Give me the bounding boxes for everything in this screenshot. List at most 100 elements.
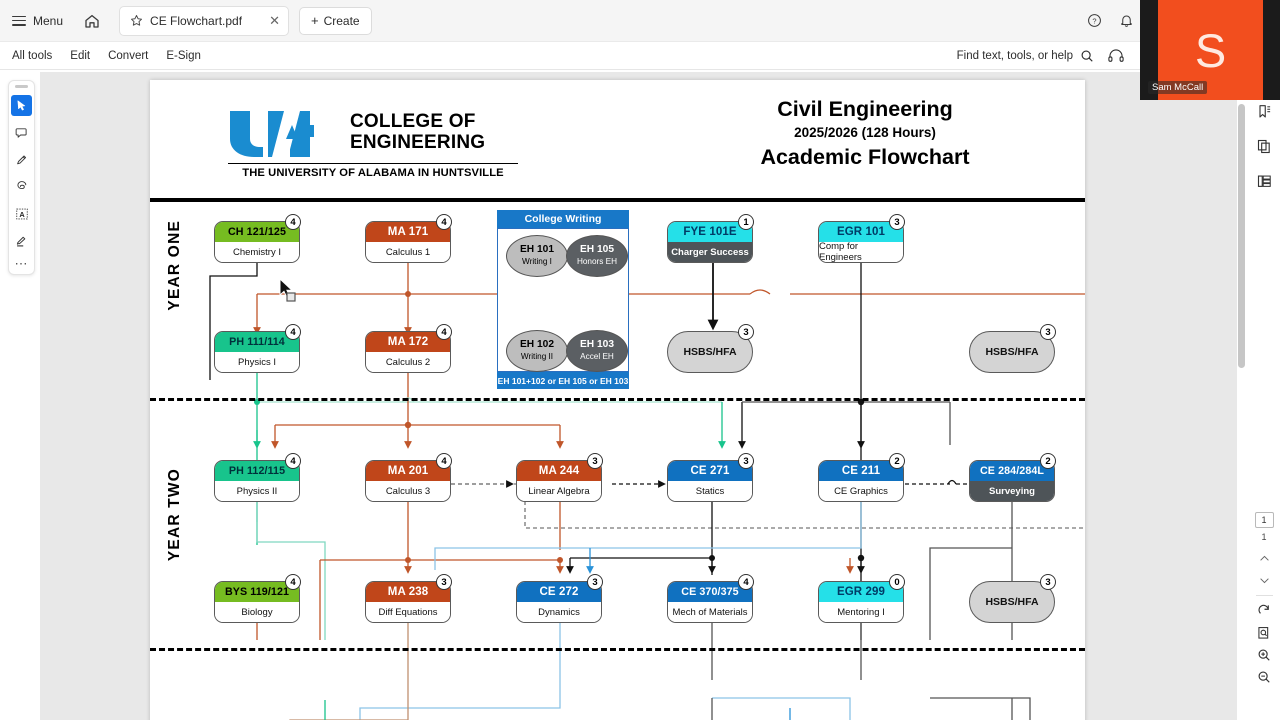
course-eh105[interactable]: EH 105 Honors EH (566, 235, 628, 277)
layers-button[interactable] (1252, 170, 1276, 192)
vertical-scrollbar[interactable] (1237, 74, 1246, 720)
credit-hours-badge: 4 (436, 453, 452, 469)
page-thumbnails-button[interactable] (1252, 135, 1276, 157)
home-icon (85, 14, 99, 28)
course-name: Mech of Materials (668, 602, 752, 622)
menubar-item-esign[interactable]: E-Sign (166, 49, 201, 62)
menu-button[interactable]: Menu (0, 6, 73, 36)
svg-text:?: ? (1092, 17, 1096, 26)
menubar-item-all-tools[interactable]: All tools (12, 49, 53, 62)
scrollbar-thumb[interactable] (1238, 104, 1245, 368)
select-tool-button[interactable] (11, 95, 32, 116)
zoom-out-button[interactable] (1252, 666, 1276, 688)
participant-name: Sam McCall (1148, 81, 1208, 94)
help-icon: ? (1087, 14, 1101, 27)
comment-tool-button[interactable] (11, 122, 32, 143)
credit-hours-badge: 2 (1040, 453, 1056, 469)
rail-grip[interactable] (15, 85, 28, 88)
year-divider-2 (150, 648, 1085, 651)
notifications-button[interactable] (1112, 7, 1140, 35)
bell-icon (1120, 15, 1132, 27)
tool-rail: A ⋯ (8, 80, 35, 275)
course-code: CE 271 (668, 461, 752, 481)
text-select-tool-button[interactable]: A (11, 203, 32, 224)
draw-tool-icon (16, 154, 26, 164)
document-tab[interactable]: CE Flowchart.pdf ✕ (119, 5, 289, 36)
plus-icon: + (310, 12, 319, 28)
menu-bar: All tools Edit Convert E-Sign Find text,… (0, 42, 1280, 70)
text-select-tool-icon: A (15, 208, 28, 219)
course-name: Diff Equations (366, 602, 450, 622)
course-code: MA 244 (517, 461, 601, 481)
page-title-2: Academic Flowchart (760, 145, 970, 169)
erase-tool-button[interactable] (11, 176, 32, 197)
course-code: EH 103 (580, 339, 614, 350)
course-name: Writing I (522, 257, 552, 266)
document-viewport[interactable]: COLLEGE OF ENGINEERING THE UNIVERSITY OF… (40, 72, 1243, 720)
course-name: Accel EH (580, 352, 614, 361)
course-name: Physics I (215, 352, 299, 372)
next-page-button[interactable] (1252, 569, 1276, 591)
draw-tool-button[interactable] (11, 149, 32, 170)
menubar-item-edit[interactable]: Edit (70, 49, 91, 62)
credit-hours-badge: 1 (738, 214, 754, 230)
course-code: BYS 119/121 (215, 582, 299, 602)
help-button[interactable]: ? (1080, 7, 1108, 35)
video-call-overlay[interactable]: S Sam McCall (1140, 0, 1280, 100)
create-button[interactable]: + Create (298, 6, 372, 35)
credit-hours-badge: 3 (889, 214, 905, 230)
previous-page-button[interactable] (1252, 547, 1276, 569)
find-button[interactable]: Find text, tools, or help (957, 49, 1094, 63)
more-tools-button[interactable]: ⋯ (14, 256, 29, 271)
menubar-item-convert[interactable]: Convert (108, 49, 149, 62)
zoom-in-button[interactable] (1252, 644, 1276, 666)
course-code: CH 121/125 (215, 222, 299, 242)
year-divider-1 (150, 398, 1085, 401)
credit-hours-badge: 4 (738, 574, 754, 590)
menu-label: Menu (33, 13, 64, 28)
credit-hours-badge: 4 (285, 214, 301, 230)
university-name: THE UNIVERSITY OF ALABAMA IN HUNTSVILLE (228, 163, 518, 179)
course-name: Comp for Engineers (819, 241, 903, 262)
page-title: Civil Engineering (777, 97, 953, 121)
highlight-tool-button[interactable] (11, 230, 32, 251)
search-icon (1081, 50, 1093, 62)
course-name: Dynamics (517, 602, 601, 622)
page-number-input[interactable]: 1 (1254, 512, 1274, 528)
course-name: Linear Algebra (517, 481, 601, 501)
fit-page-button[interactable] (1252, 622, 1276, 644)
elective-node-hs2[interactable]: HSBS/HFA (969, 331, 1055, 373)
course-code: PH 112/115 (215, 461, 299, 481)
hamburger-icon (12, 15, 26, 26)
course-eh101[interactable]: EH 101 Writing I (506, 235, 568, 277)
rotate-button[interactable] (1252, 600, 1276, 622)
course-eh102[interactable]: EH 102 Writing II (506, 330, 568, 372)
close-icon[interactable]: ✕ (269, 12, 280, 28)
headphones-icon (1108, 48, 1124, 62)
elective-node-hs1[interactable]: HSBS/HFA (667, 331, 753, 373)
home-button[interactable] (77, 6, 107, 36)
credit-hours-badge: 3 (738, 453, 754, 469)
audio-button[interactable] (1102, 42, 1130, 70)
credit-hours-badge: 0 (889, 574, 905, 590)
bookmarks-button[interactable] (1252, 100, 1276, 122)
elective-node-hs3[interactable]: HSBS/HFA (969, 581, 1055, 623)
course-eh103[interactable]: EH 103 Accel EH (566, 330, 628, 372)
